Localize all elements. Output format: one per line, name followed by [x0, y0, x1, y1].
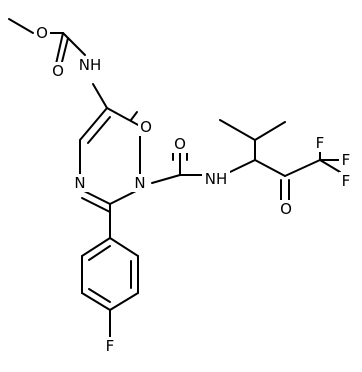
atom-o-ring-ketone: O: [140, 118, 152, 136]
atom-f-cf3-2: F: [342, 151, 351, 169]
atom-o-ester: O: [36, 24, 48, 42]
atom-nh-carbamate: NH: [79, 56, 102, 74]
bond-n1-ch2: [151, 174, 181, 184]
atom-f-cf3-3: F: [342, 172, 351, 190]
bond-c2-n3-double: [81, 197, 111, 213]
bond-carbamate-c-o-double: [55, 32, 64, 65]
bond-c4-c5-double: [87, 116, 111, 144]
bond-ar-3-4: [109, 292, 139, 311]
bond-methyl-o: [8, 18, 34, 34]
bonds: [8, 18, 342, 339]
atom-o-amide: O: [174, 135, 186, 153]
bond-nh-ch: [229, 159, 256, 173]
atom-f-cf3-1: F: [316, 134, 325, 152]
atom-labels: O O NH O N N O NH O F F F F: [34, 24, 353, 355]
bond-cf3-f3: [319, 159, 341, 173]
bond-cketone-cf3: [284, 159, 321, 177]
atom-f-aryl: F: [106, 337, 115, 355]
bond-c4-c5: [79, 107, 108, 141]
atom-o-ketone: O: [280, 200, 292, 218]
bond-carbamate-c-o-double-2: [60, 37, 69, 67]
atom-n-ring-bottom: N: [74, 174, 85, 192]
atom-o-carbamate: O: [52, 62, 64, 80]
atom-nh-amide: NH: [205, 170, 228, 188]
bond-ipr-me1: [219, 119, 256, 141]
bond-ar-4-5: [81, 292, 111, 311]
bond-nh-c5: [92, 83, 108, 109]
bond-ar-inner-2: [88, 288, 111, 303]
bond-carbamate-c-nh: [62, 32, 86, 56]
bond-ipr-me2: [254, 121, 286, 141]
atom-n-ring-top: N: [134, 174, 145, 192]
bond-c5-c6: [106, 107, 141, 127]
bond-ar-inner-3: [88, 245, 111, 261]
bond-ring-co-1: [130, 111, 138, 121]
bond-ar-6-1: [81, 237, 111, 257]
bond-ar-1-2: [109, 237, 139, 257]
bond-ch-cketone: [254, 159, 286, 177]
